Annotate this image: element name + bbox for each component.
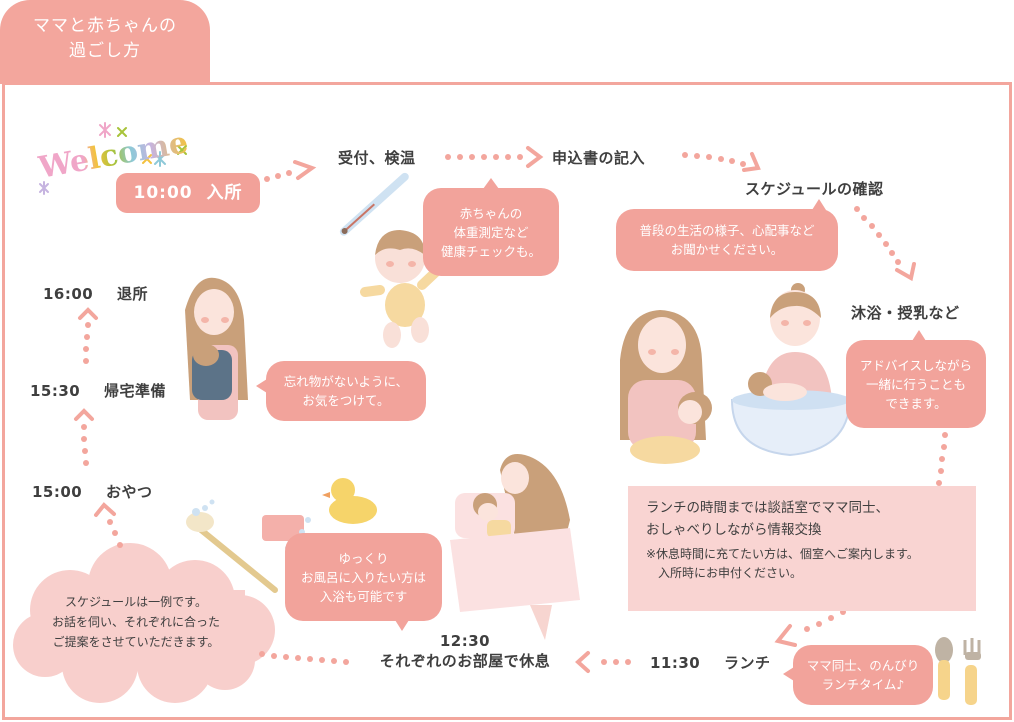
bubble-text: 健康チェックも。 — [440, 243, 541, 259]
page-title-line2: 過ごし方 — [69, 41, 141, 61]
bubble-text: 赤ちゃんの — [459, 205, 523, 221]
lunch-label: ランチ — [723, 654, 771, 672]
content-frame — [2, 82, 1012, 720]
step-lunch: 11:30 ランチ — [650, 652, 771, 673]
step-schedule-confirm: スケジュールの確認 — [745, 180, 884, 198]
checkin-time: 10:00 — [133, 183, 193, 203]
cloud-line: スケジュールは一例です。 — [65, 595, 207, 609]
step-checkout: 16:00 退所 — [43, 283, 148, 304]
dotted-arrows — [74, 146, 948, 673]
baby-illustration — [360, 230, 445, 348]
cloud-shape — [13, 543, 275, 703]
bubble-bath-option: ゆっくり お風呂に入りたい方は 入浴も可能です — [285, 533, 442, 631]
checkin-time-pill: 10:00 入所 — [116, 173, 260, 213]
note-sub-line: ※休息時間に充てたい方は、個室へご案内します。 — [646, 547, 919, 561]
bubble-text: アドバイスしながら — [859, 357, 973, 373]
page-title-tab: ママと赤ちゃんの 過ごし方 — [0, 0, 210, 84]
step-snack: 15:00 おやつ — [32, 481, 153, 502]
bubble-text: 入浴も可能です — [319, 588, 408, 604]
snack-time: 15:00 — [32, 483, 83, 501]
bubble-text: お気をつけて。 — [302, 393, 390, 408]
lounge-note: ランチの時間までは談話室でママ同士、 おしゃべりしながら情報交換 ※休息時間に充… — [628, 486, 976, 611]
bubble-text: 一緒に行うことも — [865, 376, 966, 392]
step-reception: 受付、検温 — [338, 149, 416, 167]
step-application: 申込書の記入 — [552, 149, 646, 167]
checkout-label: 退所 — [116, 285, 148, 303]
bubble-text: できます。 — [885, 395, 947, 411]
checkout-time: 16:00 — [43, 285, 94, 303]
bubble-text: お聞かせください。 — [670, 242, 784, 257]
prepare-label: 帰宅準備 — [103, 382, 166, 400]
bubble-text: お風呂に入りたい方は — [300, 569, 426, 585]
resting-mother-illustration — [450, 454, 580, 640]
bubble-text: 体重測定など — [453, 224, 529, 240]
bubble-advice: アドバイスしながら 一緒に行うことも できます。 — [846, 330, 986, 428]
bubble-text: ゆっくり — [338, 550, 389, 566]
lunch-time: 11:30 — [650, 654, 701, 672]
sparkle-decoration — [39, 122, 187, 195]
snack-label: おやつ — [105, 483, 153, 501]
bubble-lunch-time: ママ同士、のんびり ランチタイム♪ — [783, 645, 933, 705]
cloud-line: お話を伺い、それぞれに合った — [51, 615, 220, 629]
bubble-forget: 忘れ物がないように、 お気をつけて。 — [256, 361, 426, 421]
thermometer-illustration — [339, 172, 409, 236]
step-prepare: 15:30 帰宅準備 — [30, 380, 166, 401]
checkin-label: 入所 — [206, 183, 243, 203]
bubble-interview: 普段の生活の様子、心配事など お聞かせください。 — [616, 199, 838, 271]
note-sub-line: 入所時にお申付ください。 — [646, 566, 803, 580]
cutlery-illustration — [935, 637, 981, 705]
bubble-text: ランチタイム♪ — [821, 677, 905, 692]
nursing-mother-illustration — [620, 310, 712, 464]
bubble-text: 忘れ物がないように、 — [283, 374, 409, 389]
step-rest: 12:30 それぞれのお部屋で休息 — [360, 632, 570, 671]
note-main-line: おしゃべりしながら情報交換 — [646, 522, 822, 538]
bathing-mother-illustration — [730, 283, 852, 457]
bubble-text: ママ同士、のんびり — [806, 658, 920, 673]
rest-time: 12:30 — [439, 632, 491, 650]
prepare-time: 15:30 — [30, 382, 81, 400]
bubble-health-check: 赤ちゃんの 体重測定など 健康チェックも。 — [423, 178, 559, 276]
bubble-text: 普段の生活の様子、心配事など — [639, 223, 815, 238]
page-title-line1: ママと赤ちゃんの — [33, 16, 177, 36]
cloud-line: ご提案をさせていただきます。 — [52, 635, 220, 649]
mother-carrier-illustration — [185, 277, 248, 420]
note-main-line: ランチの時間までは談話室でママ同士、 — [646, 500, 889, 516]
rest-label: それぞれのお部屋で休息 — [379, 652, 551, 670]
bath-brush-illustration — [186, 499, 278, 593]
cloud-note: スケジュールは一例です。 お話を伺い、それぞれに合った ご提案をさせていただきま… — [18, 592, 254, 652]
step-bathing: 沐浴・授乳など — [851, 304, 960, 322]
rubber-duck-illustration — [322, 478, 377, 524]
